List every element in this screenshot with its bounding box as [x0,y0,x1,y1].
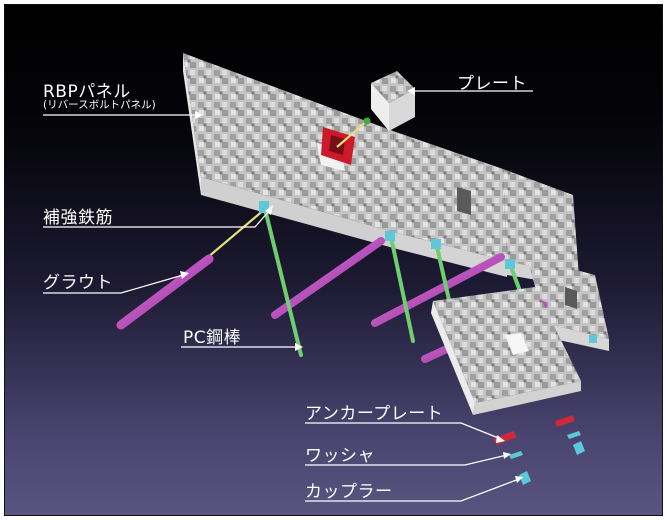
arrowhead [180,271,189,279]
leader-washer [305,454,508,466]
leader-coupler [305,478,520,502]
leader-reinforcing-bar [43,210,270,228]
coupler [573,441,585,455]
label-washer: ワッシャ [305,446,375,466]
arrowhead [407,87,415,95]
anchor-plate [493,431,517,445]
label-rbp-panel-sub: (リバースボルトパネル) [43,99,156,111]
coupler-on-bar [385,231,395,241]
grout-bar [271,237,385,319]
coupler-on-bar [259,201,269,213]
grout-bar [371,253,505,327]
rbp-panel-2-top [393,131,507,261]
coupler-on-bar [505,259,515,269]
grout-bar [116,254,214,330]
label-reinforcing-bar: 補強鉄筋 [43,208,113,228]
coupler-on-bar [431,239,441,249]
plate-edge [389,89,415,131]
fg-panel-opening [505,333,529,355]
red-plate-insert-inner [329,135,345,155]
washer [509,451,523,459]
pc-steel-bar [263,207,303,357]
plate-edge-left [371,83,389,131]
fg-panel-top [433,287,581,403]
pc-steel-bar [389,235,415,343]
rebar-upper [336,120,368,148]
rbp-panel-4-side [545,323,609,351]
plate-top [371,71,415,103]
coupler [519,471,531,485]
rbp-panel-1-top [183,53,397,233]
arrowhead [496,435,505,443]
arrowhead [295,343,303,351]
rbp-panel-1-front [183,53,201,195]
fg-panel-left [431,301,475,415]
rebar-lower [200,208,266,264]
leader-arrowheads [180,87,523,483]
rbp-panel-3-top [503,169,579,277]
anchor-plate [555,415,575,427]
leader-anchor-plate [305,422,502,440]
leader-lines [43,90,533,502]
panel-slot [457,187,471,215]
label-plate: プレート [457,74,527,94]
label-coupler: カップラー [305,482,393,502]
rbp-panel-foreground [431,287,597,415]
leader-grout [43,274,184,294]
arrowhead [515,476,523,483]
panel-slot [565,287,577,309]
diagram-canvas: RBPパネル (リバースボルトパネル) プレート 補強鉄筋 グラウト PC鋼棒 … [4,4,663,516]
label-pc-steel-bar: PC鋼棒 [183,328,242,348]
plate-component [371,71,415,131]
washer [567,431,581,439]
arrowhead [503,452,511,459]
reinforcing-bar-assembly [200,117,371,264]
coupler-on-bar [589,335,597,343]
label-anchor-plate: アンカープレート [305,404,444,424]
label-rbp-panel: RBPパネル [43,82,131,102]
arrowhead [195,111,203,119]
hardware-parts [493,415,585,485]
arrowhead [265,205,273,215]
label-grout: グラウト [43,273,113,293]
rbp-panel-1-bottom [201,177,397,249]
fg-panel-bottom [473,381,581,415]
rebar-end-cap [363,117,371,125]
exploded-assembly-illustration [43,53,609,502]
